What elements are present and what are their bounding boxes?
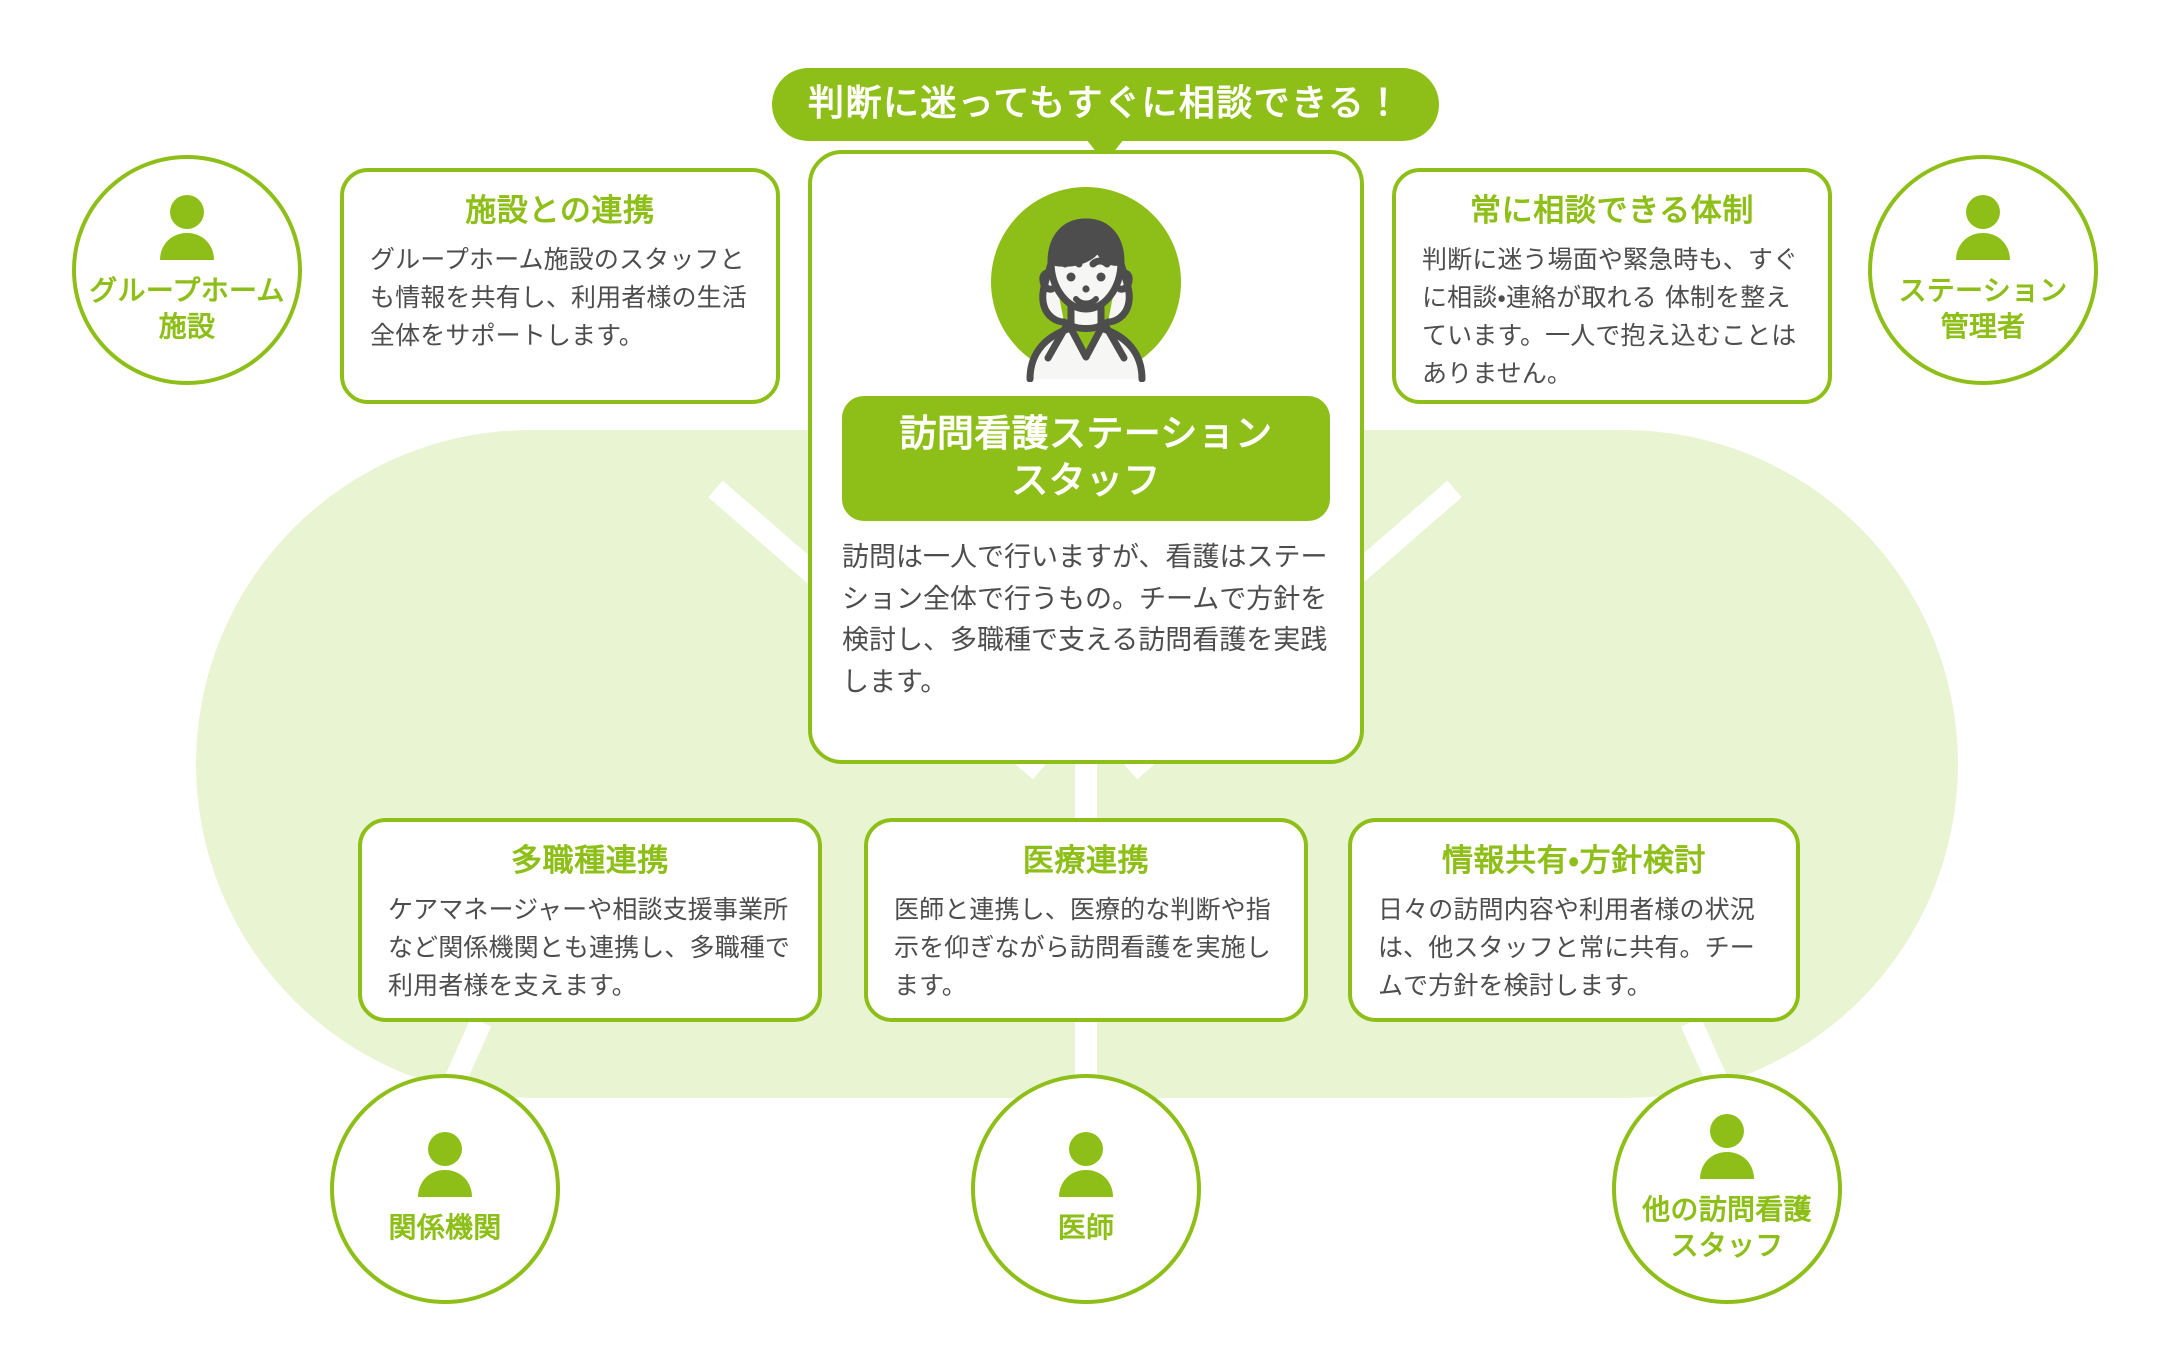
card-medical-cooperation-body: 医師と連携し、医療的な判断や指示を仰ぎながら訪問看護を実施します。 [894, 894, 1271, 1000]
node-other-nursing-staff-label: 他の訪問看護 スタッフ [1642, 1193, 1812, 1262]
node-station-manager[interactable]: ステーション 管理者 [1868, 155, 2098, 385]
card-always-consultable-body: 判断に迷う場面や緊急時も、すぐに相談・連絡が取れる 体制を整えています。一人で抱… [1422, 244, 1799, 388]
card-multi-profession-title: 多職種連携 [510, 843, 670, 879]
card-facility-cooperation-body: グループホーム施設のスタッフとも情報を共有し、利用者様の生活全体をサポートします… [370, 244, 747, 350]
callout-banner: 判断に迷ってもすぐに相談できる！ [772, 68, 1439, 164]
card-multi-profession[interactable]: 多職種連携 ケアマネージャーや相談支援事業所など関係機関とも連携し、多職種で利用… [358, 818, 822, 1022]
person-icon [152, 195, 222, 265]
card-medical-cooperation-title: 医療連携 [1022, 843, 1150, 879]
center-title-pill: 訪問看護ステーション スタッフ [842, 396, 1330, 521]
person-icon [1692, 1114, 1762, 1184]
center-title-text: 訪問看護ステーション スタッフ [899, 412, 1273, 503]
node-station-manager-label: ステーション 管理者 [1898, 274, 2068, 343]
nurse-avatar-icon [986, 182, 1186, 383]
card-medical-cooperation[interactable]: 医療連携 医師と連携し、医療的な判断や指示を仰ぎながら訪問看護を実施します。 [864, 818, 1308, 1022]
card-info-sharing-body: 日々の訪問内容や利用者様の状況は、他スタッフと常に共有。チームで方針を検討します… [1378, 894, 1755, 1000]
card-always-consultable[interactable]: 常に相談できる体制 判断に迷う場面や緊急時も、すぐに相談・連絡が取れる 体制を整… [1392, 168, 1832, 404]
card-facility-cooperation[interactable]: 施設との連携 グループホーム施設のスタッフとも情報を共有し、利用者様の生活全体を… [340, 168, 780, 404]
connector-center-to-medical [1075, 760, 1097, 830]
node-related-agency-label: 関係機関 [388, 1211, 502, 1245]
person-icon [1051, 1132, 1121, 1202]
card-info-sharing-title: 情報共有・方針検討 [1441, 843, 1707, 879]
card-center-nursing-staff[interactable]: 訪問看護ステーション スタッフ 訪問は一人で行いますが、看護はステーション全体で… [808, 150, 1364, 764]
node-related-agency[interactable]: 関係機関 [330, 1074, 560, 1304]
person-icon [1948, 195, 2018, 265]
card-facility-cooperation-title: 施設との連携 [465, 193, 655, 229]
node-doctor-label: 医師 [1057, 1211, 1115, 1245]
card-info-sharing[interactable]: 情報共有・方針検討 日々の訪問内容や利用者様の状況は、他スタッフと常に共有。チー… [1348, 818, 1800, 1022]
card-multi-profession-body: ケアマネージャーや相談支援事業所など関係機関とも連携し、多職種で利用者様を支えま… [388, 894, 791, 1000]
node-other-nursing-staff[interactable]: 他の訪問看護 スタッフ [1612, 1074, 1842, 1304]
person-icon [410, 1132, 480, 1202]
node-group-home-label: グループホーム 施設 [89, 274, 285, 343]
node-group-home[interactable]: グループホーム 施設 [72, 155, 302, 385]
card-always-consultable-title: 常に相談できる体制 [1470, 193, 1754, 229]
callout-banner-text: 判断に迷ってもすぐに相談できる！ [808, 83, 1403, 124]
node-doctor[interactable]: 医師 [971, 1074, 1201, 1304]
center-body-text: 訪問は一人で行いますが、看護はステーション全体で行うもの。チームで方針を検討し、… [842, 541, 1328, 699]
